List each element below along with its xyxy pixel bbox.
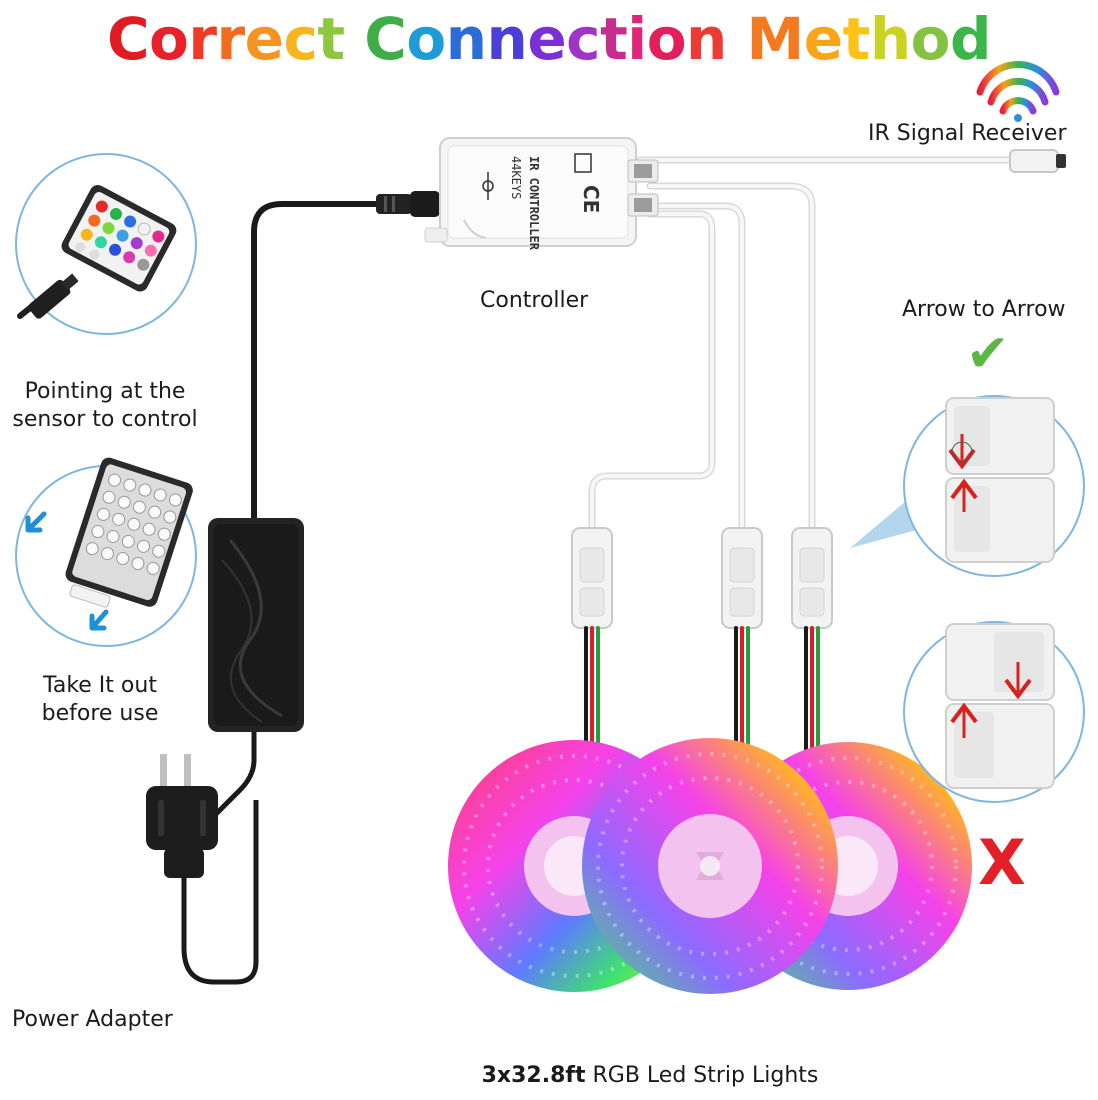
dc-plug bbox=[376, 191, 440, 217]
pointing-line-2: sensor to control bbox=[12, 407, 198, 432]
page-title: Correct Connection Method bbox=[106, 5, 992, 73]
strip-lights-label: 3x32.8ft RGB Led Strip Lights bbox=[420, 1062, 880, 1090]
power-adapter bbox=[208, 518, 304, 732]
led-reel-center bbox=[582, 738, 838, 994]
strip-connectors bbox=[571, 527, 833, 629]
ir-receiver-plug bbox=[1009, 149, 1066, 173]
take-out-line-2: before use bbox=[41, 701, 159, 726]
remote-battery-circle bbox=[15, 457, 197, 647]
remote-pointing-circle bbox=[15, 153, 197, 335]
controller-model-text: 44KEYS bbox=[509, 156, 523, 199]
plug-cord bbox=[181, 800, 259, 985]
arrow-correct-circle bbox=[850, 395, 1085, 577]
correct-check-icon: ✔ bbox=[966, 324, 1010, 384]
wall-plug bbox=[146, 754, 218, 878]
arrow-to-arrow-label: Arrow to Arrow bbox=[902, 297, 1066, 322]
controller-box: CE bbox=[424, 137, 659, 247]
power-adapter-label: Power Adapter bbox=[12, 1007, 173, 1032]
svg-text:CE: CE bbox=[579, 185, 603, 213]
ir-receiver-label: IR Signal Receiver bbox=[868, 121, 1067, 146]
strip-length: 3x32.8ft bbox=[481, 1063, 586, 1088]
pointing-line-1: Pointing at the bbox=[24, 379, 186, 404]
controller-type-text: IR CONTROLLER bbox=[527, 156, 541, 251]
pointing-label: Pointing at the sensor to control bbox=[0, 378, 210, 434]
controller-label: Controller bbox=[480, 288, 589, 313]
strip-description: RGB Led Strip Lights bbox=[585, 1063, 819, 1088]
take-out-line-1: Take It out bbox=[43, 673, 157, 698]
white-wires bbox=[588, 156, 1024, 532]
take-out-label: Take It out before use bbox=[0, 672, 200, 728]
ir-signal-icon bbox=[976, 60, 1060, 122]
rgb-wires bbox=[584, 626, 820, 762]
arrow-wrong-circle bbox=[903, 621, 1085, 803]
wrong-cross-icon: X bbox=[978, 826, 1026, 899]
